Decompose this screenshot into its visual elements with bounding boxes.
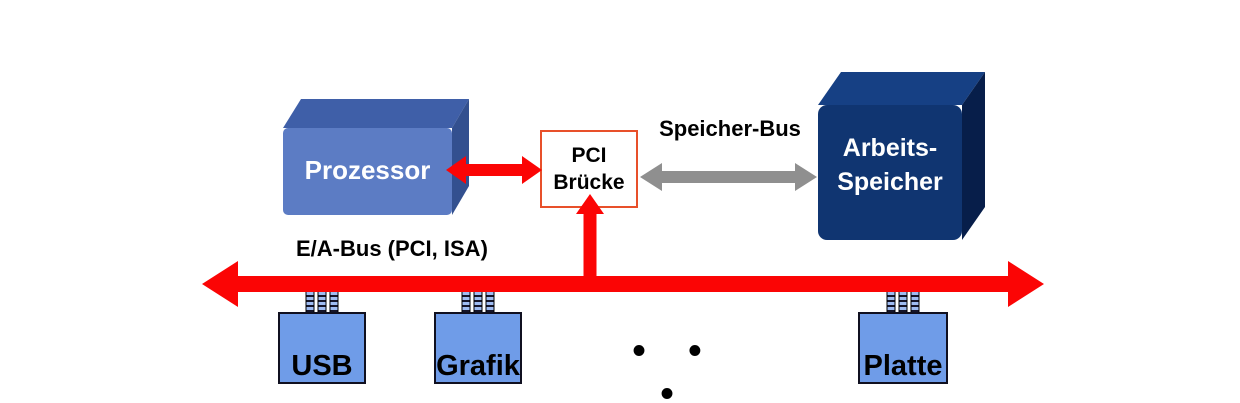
pci-bridge-box: PCI Brücke <box>540 130 638 208</box>
device-label-grafik: Grafik <box>436 350 520 382</box>
platte-connector-pins <box>886 289 920 315</box>
device-box-platte: Platte <box>858 312 948 384</box>
processor-box <box>283 99 469 215</box>
device-box-usb: USB <box>278 312 366 384</box>
device-label-platte: Platte <box>863 350 943 382</box>
device-box-grafik: Grafik <box>434 312 522 384</box>
main-memory-label-line2: Speicher <box>837 168 943 196</box>
more-devices-ellipsis: • • • <box>632 330 710 403</box>
processor-label: Prozessor <box>304 155 431 185</box>
main-memory-box <box>818 72 985 240</box>
device-label-usb: USB <box>291 350 353 382</box>
usb-connector-pins <box>305 289 339 315</box>
main-memory-label: Arbeits- Speicher <box>818 131 962 199</box>
ea-bus-label: E/A-Bus (PCI, ISA) <box>296 236 488 261</box>
main-memory-label-line1: Arbeits- <box>842 134 938 162</box>
pci-bridge-label-line1: PCI <box>571 144 607 167</box>
speicher-bus-label: Speicher-Bus <box>659 116 801 141</box>
pci-bridge-label-line2: Brücke <box>553 171 625 194</box>
grafik-connector-pins <box>461 289 495 315</box>
